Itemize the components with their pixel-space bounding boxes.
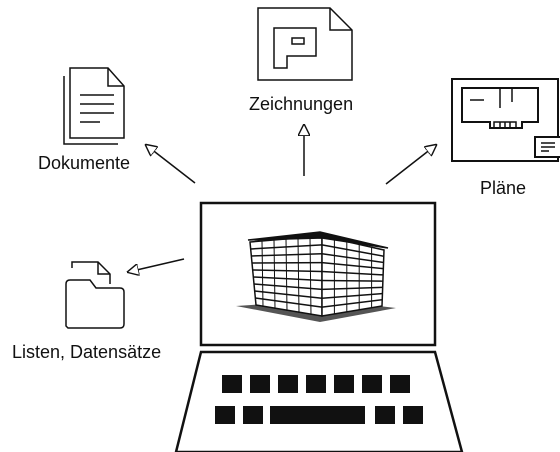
building-column-line — [261, 240, 264, 308]
building-floor-line — [321, 292, 383, 299]
keyboard — [215, 375, 423, 424]
key — [390, 375, 410, 393]
building-column-line — [309, 236, 312, 316]
key — [362, 375, 382, 393]
building-floor-line — [321, 261, 384, 270]
space-key — [270, 406, 365, 424]
arrow-to-documents — [146, 145, 196, 184]
folder-icon — [65, 261, 125, 329]
floor-plan-icon — [451, 78, 560, 162]
drawings-label: Zeichnungen — [249, 94, 354, 114]
key — [278, 375, 298, 393]
key — [243, 406, 263, 424]
key — [375, 406, 395, 424]
building-column-line — [273, 239, 276, 310]
building-floor-line — [321, 279, 383, 282]
building-floor-line — [321, 286, 383, 291]
documents-label: Dokumente — [38, 153, 131, 173]
building-column-line — [285, 238, 288, 312]
key — [215, 406, 235, 424]
key — [306, 375, 326, 393]
building-floor-line — [321, 244, 384, 257]
building-column-line — [297, 237, 300, 314]
building-floor-line — [321, 299, 383, 308]
document-icon — [63, 67, 125, 145]
building-icon — [236, 231, 396, 322]
key — [250, 375, 270, 393]
plans-label: Pläne — [480, 178, 527, 198]
building-floor-line — [321, 253, 384, 264]
laptop-base — [174, 350, 464, 452]
lists-label: Listen, Datensätze — [12, 342, 162, 362]
key — [403, 406, 423, 424]
arrow-to-plans — [385, 145, 436, 185]
arrow-to-lists — [128, 258, 185, 272]
key — [334, 375, 354, 393]
drawing-icon — [257, 7, 353, 81]
building-floor-line — [321, 270, 384, 276]
key — [222, 375, 242, 393]
